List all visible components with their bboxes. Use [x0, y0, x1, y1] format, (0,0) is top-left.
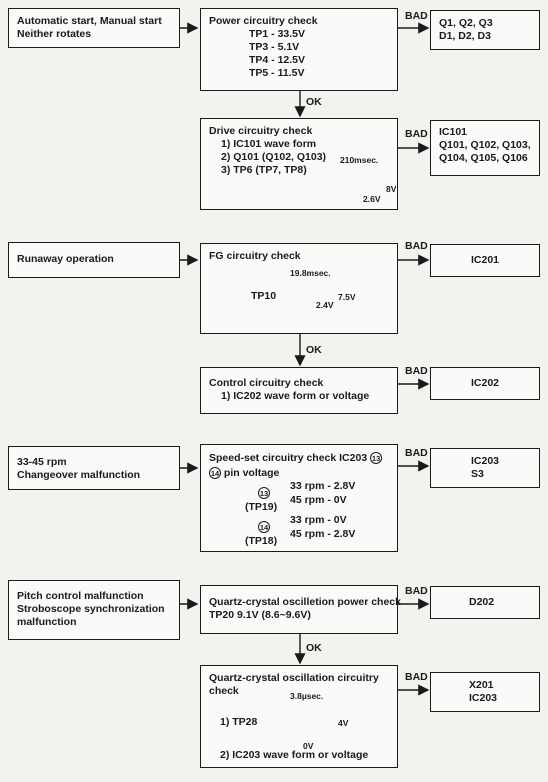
- condition-line: Runaway operation: [17, 253, 114, 265]
- check-title: check: [209, 685, 239, 697]
- quartz-wave-low: 0V: [303, 741, 314, 751]
- fg-testpoint: TP10: [251, 290, 277, 302]
- ok-label: OK: [306, 344, 322, 356]
- condition-line: Automatic start, Manual start: [17, 15, 162, 27]
- speed-row: 45 rpm - 2.8V: [290, 528, 356, 540]
- check-value: TP5 - 11.5V: [249, 67, 305, 79]
- result-fg: IC201: [430, 244, 540, 277]
- pin-13-icon: 13: [370, 452, 383, 465]
- pin-voltage-line: 14 pin voltage: [209, 467, 389, 480]
- result-line: IC202: [471, 377, 500, 389]
- result-quartz-osc: X201 IC203: [430, 672, 540, 712]
- fg-wave-low: 2.4V: [316, 300, 334, 310]
- bad-label: BAD: [405, 128, 428, 140]
- check-item: 3) TP6 (TP7, TP8): [221, 164, 307, 176]
- bad-label: BAD: [405, 240, 428, 252]
- condition-line: Changeover malfunction: [17, 469, 141, 481]
- result-control: IC202: [430, 367, 540, 400]
- quartz-wave-period: 3.8µsec.: [290, 691, 324, 701]
- power-circuitry-check: Power circuitry check TP1 - 33.5V TP3 - …: [200, 8, 398, 91]
- drive-wave-low: 2.6V: [363, 194, 381, 204]
- check-title: FG circuitry check: [209, 250, 301, 262]
- bad-label: BAD: [405, 447, 428, 459]
- condition-line: Pitch control malfunction: [17, 590, 144, 602]
- condition-line: Stroboscope synchronization: [17, 603, 165, 615]
- speed-row: 33 rpm - 0V: [290, 514, 347, 526]
- control-circuitry-check: Control circuitry check 1) IC202 wave fo…: [200, 367, 398, 414]
- check-item: 2) IC203 wave form or voltage: [220, 749, 369, 761]
- result-line: IC101: [439, 126, 468, 138]
- result-line: IC201: [471, 254, 500, 266]
- check-value: TP4 - 12.5V: [249, 54, 306, 66]
- drive-wave-high: 8V: [386, 184, 397, 194]
- drive-circuitry-check: Drive circuitry check 1) IC101 wave form…: [200, 118, 398, 210]
- drive-wave-period: 210msec.: [340, 155, 379, 165]
- quartz-wave-high: 4V: [338, 718, 349, 728]
- quartz-power-check: Quartz-crystal oscilletion power check T…: [200, 585, 401, 634]
- result-line: S3: [471, 468, 484, 480]
- pin-voltage-text: pin voltage: [223, 467, 280, 479]
- result-speed: IC203 S3: [430, 448, 540, 488]
- check-item: 1) IC101 wave form: [221, 138, 317, 150]
- bad-label: BAD: [405, 365, 428, 377]
- bad-label: BAD: [405, 10, 428, 22]
- check-item: TP20 9.1V (8.6~9.6V): [209, 609, 311, 621]
- result-drive: IC101 Q101, Q102, Q103, Q104, Q105, Q106: [430, 120, 540, 176]
- result-line: IC203: [469, 692, 498, 704]
- result-line: Q101, Q102, Q103,: [439, 139, 531, 151]
- fg-circuitry-check: FG circuitry check: [200, 243, 398, 334]
- result-line: D1, D2, D3: [439, 30, 491, 42]
- condition-no-rotation: Automatic start, Manual start Neither ro…: [8, 8, 180, 48]
- check-title: Drive circuitry check: [209, 125, 313, 137]
- condition-pitch-strobe: Pitch control malfunction Stroboscope sy…: [8, 580, 180, 640]
- ok-label: OK: [306, 642, 322, 654]
- result-line: D202: [469, 596, 495, 608]
- check-title-text: Speed-set circuitry check IC203: [209, 452, 368, 464]
- check-value: TP3 - 5.1V: [249, 41, 300, 53]
- pin-14-icon: 14: [258, 521, 270, 533]
- result-quartz-power: D202: [430, 586, 540, 619]
- tp28-label: 1) TP28: [220, 716, 258, 728]
- pin-13-icon: 13: [258, 487, 270, 499]
- speed-row: 45 rpm - 0V: [290, 494, 347, 506]
- fg-wave-period: 19.8msec.: [290, 268, 331, 278]
- bad-label: BAD: [405, 585, 428, 597]
- condition-line: Neither rotates: [17, 28, 92, 40]
- result-line: Q104, Q105, Q106: [439, 152, 528, 164]
- result-line: Q1, Q2, Q3: [439, 17, 493, 29]
- check-title: Power circuitry check: [209, 15, 318, 27]
- tp19-label: (TP19): [245, 501, 278, 513]
- check-title: Control circuitry check: [209, 377, 324, 389]
- speed-row: 33 rpm - 2.8V: [290, 480, 356, 492]
- bad-label: BAD: [405, 671, 428, 683]
- condition-runaway: Runaway operation: [8, 242, 180, 278]
- quartz-oscillation-check: Quartz-crystal oscillation circuitry che…: [200, 665, 398, 768]
- condition-line: malfunction: [17, 616, 77, 628]
- condition-line: 33-45 rpm: [17, 456, 67, 468]
- check-title: Quartz-crystal oscillation circuitry: [209, 672, 379, 684]
- result-power: Q1, Q2, Q3 D1, D2, D3: [430, 10, 540, 50]
- result-line: X201: [469, 679, 494, 691]
- condition-changeover: 33-45 rpm Changeover malfunction: [8, 446, 180, 490]
- ok-label: OK: [306, 96, 322, 108]
- speed-set-circuitry-check: Speed-set circuitry check IC203 13 14 pi…: [200, 444, 398, 552]
- check-item: 2) Q101 (Q102, Q103): [221, 151, 327, 163]
- tp18-label: (TP18): [245, 535, 278, 547]
- check-title: Quartz-crystal oscilletion power check: [209, 596, 401, 608]
- check-item: 1) IC202 wave form or voltage: [221, 390, 370, 402]
- result-line: IC203: [471, 455, 500, 467]
- check-value: TP1 - 33.5V: [249, 28, 306, 40]
- fg-wave-high: 7.5V: [338, 292, 356, 302]
- check-title: Speed-set circuitry check IC203 13: [209, 452, 389, 465]
- pin-14-icon: 14: [209, 467, 221, 480]
